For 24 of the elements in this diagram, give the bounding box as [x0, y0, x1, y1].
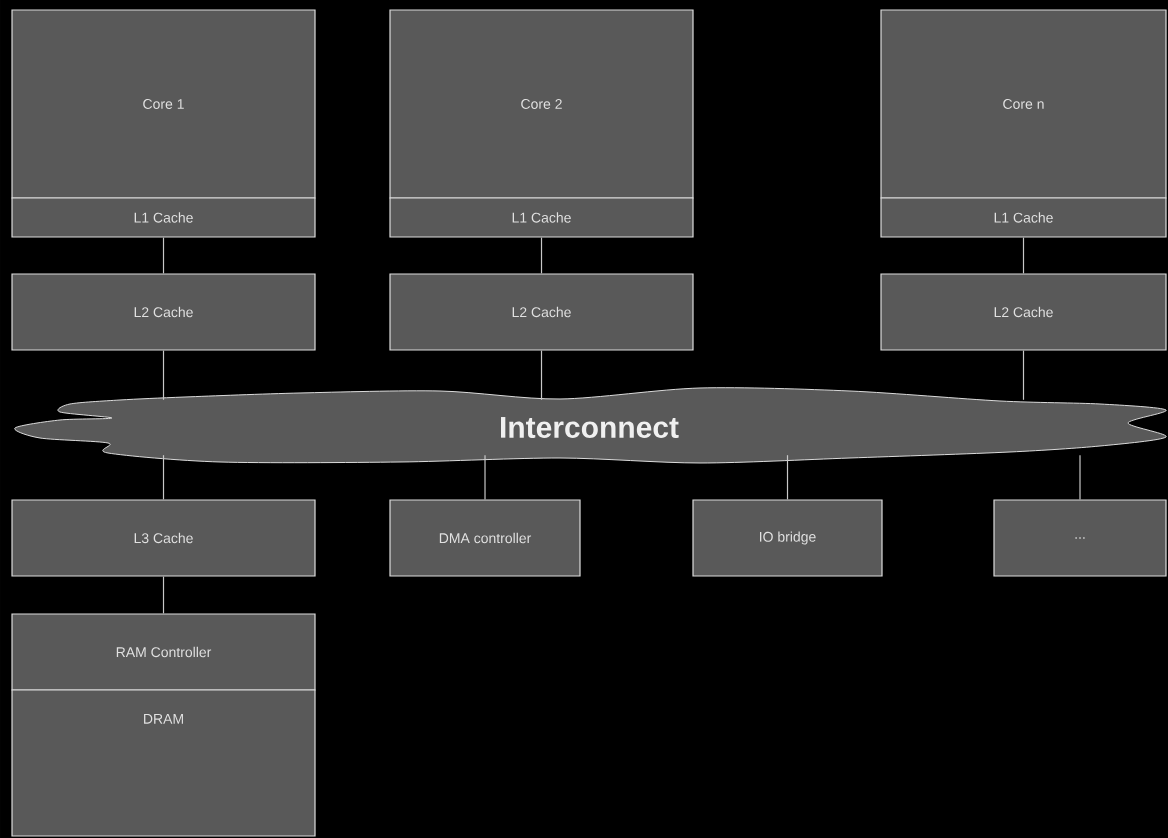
- connector-line: [162, 576, 165, 614]
- cache-box: L2 Cache: [11, 273, 316, 351]
- connector-line: [484, 454, 486, 500]
- cache-box: L2 Cache: [389, 273, 694, 351]
- cache-box: L1 Cache: [880, 197, 1167, 238]
- device-box: ...: [993, 499, 1167, 577]
- connector-line: [162, 454, 165, 500]
- connector-line: [1022, 350, 1025, 401]
- cache-box: L2 Cache: [880, 273, 1167, 351]
- memory-box: DRAM: [11, 689, 316, 837]
- connector-line: [162, 350, 165, 401]
- connector-line: [1022, 237, 1025, 274]
- controller-box: DMA controller: [389, 499, 581, 577]
- connector-line: [786, 454, 789, 500]
- connector-line: [540, 350, 543, 401]
- bridge-box: IO bridge: [692, 499, 883, 577]
- connector-line: [540, 237, 543, 274]
- connector-line: [162, 237, 165, 274]
- connector-line: [1079, 454, 1081, 500]
- interconnect-cloud: Interconnect: [14, 387, 1167, 464]
- controller-box: RAM Controller: [11, 613, 316, 691]
- cache-box: L1 Cache: [11, 197, 316, 238]
- cache-box: L3 Cache: [11, 499, 316, 577]
- cache-box: L1 Cache: [389, 197, 694, 238]
